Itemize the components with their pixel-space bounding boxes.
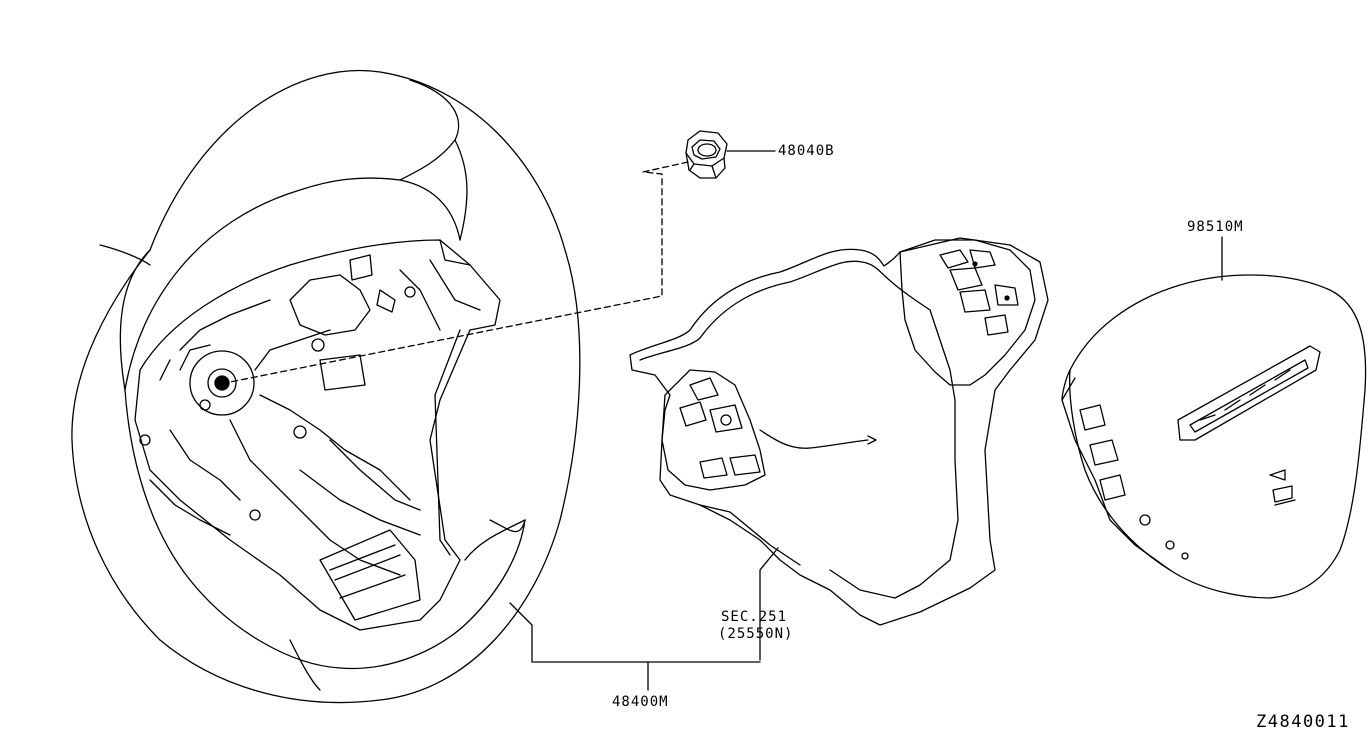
leader-sec251 <box>759 547 779 661</box>
diagram-code: Z4840011 <box>1256 712 1350 732</box>
airbag-emblem <box>1177 345 1321 441</box>
steering-wheel-hub <box>134 239 501 631</box>
steering-wheel-center-boss <box>189 350 255 416</box>
bracket-48400m <box>509 602 761 663</box>
part-label-48400m: 48400M <box>612 694 669 710</box>
part-label-48040b: 48040B <box>778 143 835 159</box>
airbag-module <box>1061 274 1367 599</box>
wire-harness <box>759 429 869 449</box>
assembly-line-nut <box>224 161 689 384</box>
right-switch-cluster <box>899 239 1036 386</box>
part-label-98510m: 98510M <box>1187 219 1244 235</box>
airbag-cover <box>1069 274 1367 599</box>
steering-wheel <box>71 69 581 704</box>
switch-assembly-frame <box>629 237 1049 626</box>
switch-assembly <box>629 237 1049 626</box>
steering-wheel-outer-rim <box>71 69 581 704</box>
steering-wheel-inner-rim <box>124 177 461 391</box>
left-switch-cluster <box>661 369 766 491</box>
nut-48040b <box>685 130 728 179</box>
section-ref-label: SEC.251 <box>721 609 788 625</box>
section-subref-label: (25550N) <box>718 626 794 642</box>
